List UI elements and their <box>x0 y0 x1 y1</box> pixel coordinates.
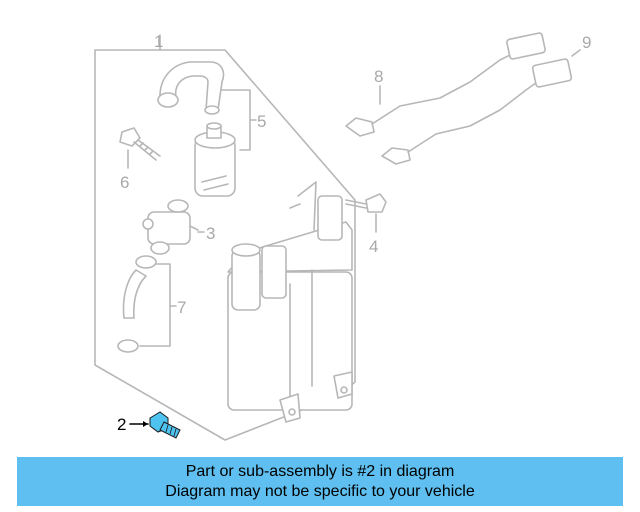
callout-5: 5 <box>257 112 266 131</box>
hose-part-7 <box>117 255 157 353</box>
callout-4: 4 <box>369 237 378 256</box>
callout-2: 2 <box>117 415 126 434</box>
callout-8: 8 <box>374 67 383 86</box>
bolt-part-6 <box>119 127 161 161</box>
callout-6: 6 <box>120 173 129 192</box>
info-banner: Part or sub-assembly is #2 in diagram Di… <box>17 457 623 506</box>
sensor-part-9 <box>381 58 573 165</box>
callout-3: 3 <box>206 224 215 243</box>
filter-part <box>194 122 236 197</box>
screw-part-4 <box>345 193 387 213</box>
hose-part <box>157 61 225 115</box>
valve-part <box>142 199 199 255</box>
callout-7: 7 <box>177 298 186 317</box>
banner-line-2: Diagram may not be specific to your vehi… <box>165 482 475 500</box>
canister-part <box>227 181 353 423</box>
banner-line-1: Part or sub-assembly is #2 in diagram <box>185 462 455 480</box>
bolt-part-2-highlighted[interactable] <box>149 411 181 439</box>
callout-1: 1 <box>154 32 163 51</box>
callout-9: 9 <box>582 33 591 52</box>
parts-diagram: 1 5 6 3 7 <box>94 32 591 441</box>
sensor-part-8 <box>345 32 546 137</box>
